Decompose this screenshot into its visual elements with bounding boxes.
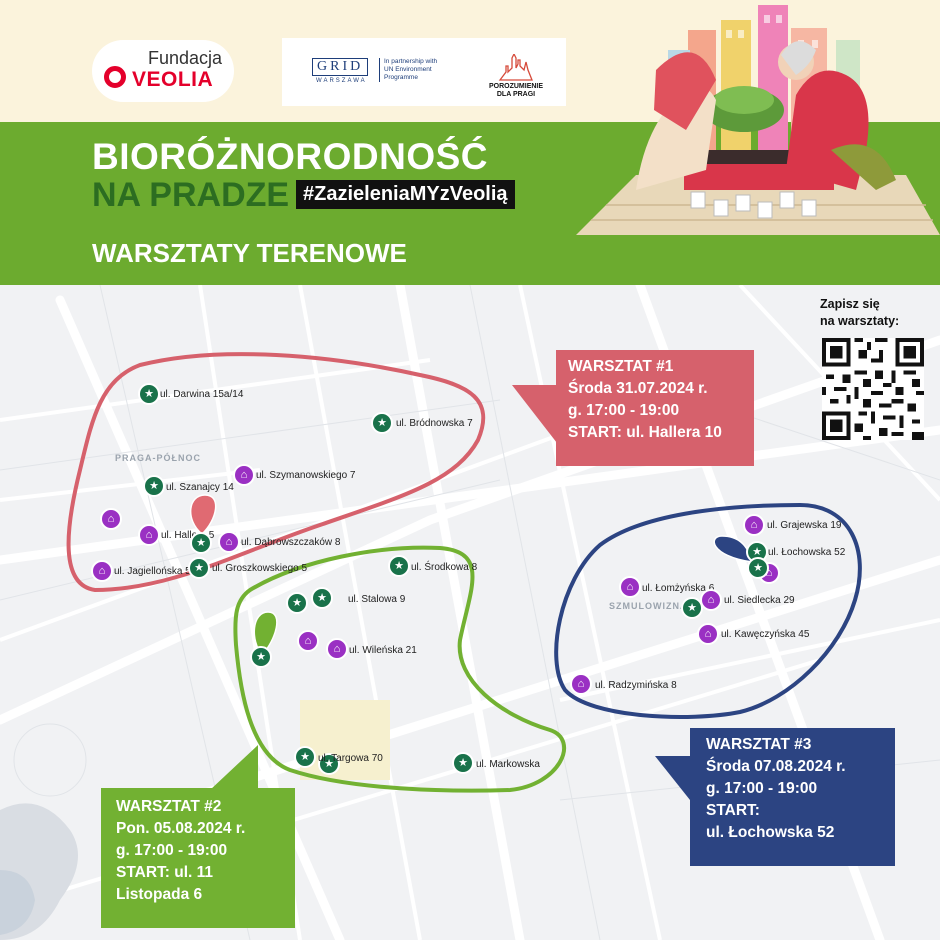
location-label: ul. Wileńska 21 <box>349 645 417 656</box>
location-label: ul. Stalowa 9 <box>348 594 406 605</box>
location-label: ul. Łomżyńska 6 <box>642 583 715 594</box>
house-icon[interactable]: ⌂ <box>100 508 122 530</box>
house-icon[interactable]: ⌂ <box>743 514 765 536</box>
location-label: ul. Siedlecka 29 <box>724 595 795 606</box>
workshop-card-2: WARSZTAT #2 Pon. 05.08.2024 r. g. 17:00 … <box>101 788 295 928</box>
star-icon[interactable]: ★ <box>250 646 272 668</box>
house-icon[interactable]: ⌂ <box>233 464 255 486</box>
star-icon[interactable]: ★ <box>143 475 165 497</box>
location-label: ul. Szymanowskiego 7 <box>256 470 356 481</box>
star-icon[interactable]: ★ <box>318 753 340 775</box>
house-icon[interactable]: ⌂ <box>297 630 319 652</box>
star-icon[interactable]: ★ <box>286 592 308 614</box>
star-icon[interactable]: ★ <box>371 412 393 434</box>
qr-code[interactable] <box>822 338 924 440</box>
hashtag-badge: #ZazieleniaMYzVeolią <box>296 180 515 209</box>
house-icon[interactable]: ⌂ <box>619 576 641 598</box>
location-label: ul. Środkowa 8 <box>411 562 478 573</box>
location-label: ul. Groszkowskiego 5 <box>212 563 308 574</box>
location-label: ul. Targowa 70 <box>318 753 383 764</box>
qr-label: Zapisz się na warsztaty: <box>820 297 900 328</box>
star-icon[interactable]: ★ <box>294 746 316 768</box>
location-label: ul. Darwina 15a/14 <box>160 389 244 400</box>
location-label: ul. Łochowska 52 <box>768 547 846 558</box>
location-label: ul. Kawęczyńska 45 <box>721 629 810 640</box>
grid-logo: GRID <box>312 58 369 76</box>
page-title: BIORÓŻNORODNOŚĆ <box>92 136 488 177</box>
location-label: ul. Hallera 5 <box>161 530 215 541</box>
star-icon[interactable]: ★ <box>681 597 703 619</box>
location-label: ul. Dąbrowszczaków 8 <box>241 537 341 548</box>
location-label: ul. Radzymińska 8 <box>595 680 677 691</box>
house-icon[interactable]: ⌂ <box>218 531 240 553</box>
house-icon[interactable]: ⌂ <box>138 524 160 546</box>
star-icon[interactable]: ★ <box>388 555 410 577</box>
location-label: ul. Szanajcy 14 <box>166 482 234 493</box>
location-label: ul. Markowska <box>476 759 540 770</box>
star-icon[interactable]: ★ <box>747 557 769 579</box>
page-title-line2: NA PRADZE <box>92 176 290 214</box>
star-icon[interactable]: ★ <box>188 557 210 579</box>
star-icon[interactable]: ★ <box>190 532 212 554</box>
star-icon[interactable]: ★ <box>452 752 474 774</box>
page-subtitle: WARSZTATY TERENOWE <box>92 238 407 268</box>
location-label: ul. Grajewska 19 <box>767 520 842 531</box>
gardening-illustration <box>576 5 940 235</box>
star-icon[interactable]: ★ <box>311 587 333 609</box>
location-label: ul. Jagiellońska 56 <box>114 566 197 577</box>
star-icon[interactable]: ★ <box>138 383 160 405</box>
house-icon[interactable]: ⌂ <box>700 589 722 611</box>
veolia-ring-icon <box>104 66 126 88</box>
porozumienie-icon <box>498 54 533 81</box>
district-label: SZMULOWIZNA <box>609 601 688 611</box>
house-icon[interactable]: ⌂ <box>570 673 592 695</box>
district-label: PRAGA-PÓŁNOC <box>115 453 201 463</box>
workshop-card-3: WARSZTAT #3 Środa 07.08.2024 r. g. 17:00… <box>690 728 895 866</box>
veolia-logo: Fundacja VEOLIA <box>92 40 234 102</box>
house-icon[interactable]: ⌂ <box>326 638 348 660</box>
house-icon[interactable]: ⌂ <box>697 623 719 645</box>
location-label: ul. Bródnowska 7 <box>396 418 473 429</box>
workshop-card-1: WARSZTAT #1 Środa 31.07.2024 r. g. 17:00… <box>556 350 754 466</box>
house-icon[interactable]: ⌂ <box>91 560 113 582</box>
